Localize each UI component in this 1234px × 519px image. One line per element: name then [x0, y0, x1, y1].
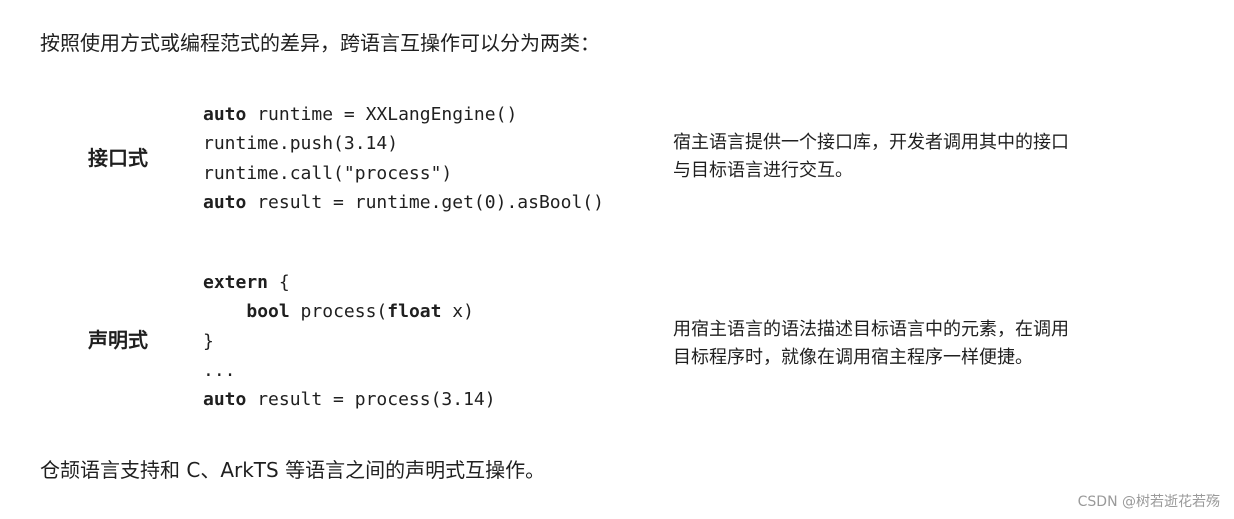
code-block: auto runtime = XXLangEngine() runtime.pus…	[203, 100, 604, 217]
code-text: runtime = XXLangEngine()	[246, 104, 518, 125]
code-line: runtime.push(3.14)	[203, 129, 604, 158]
code-line: extern {	[203, 268, 496, 297]
code-text: result = runtime.get(0).asBool()	[246, 191, 604, 213]
code-text: ...	[203, 359, 236, 381]
code-line: runtime.call("process")	[203, 159, 604, 188]
intro-paragraph: 按照使用方式或编程范式的差异，跨语言互操作可以分为两类：	[40, 31, 600, 55]
code-line: auto runtime = XXLangEngine()	[203, 100, 604, 129]
code-line: ...	[203, 356, 496, 385]
code-block: extern { bool process(float x)}... auto r…	[203, 268, 496, 414]
interop-row-interface: 接口式 auto runtime = XXLangEngine()runtime…	[0, 100, 1234, 220]
code-line: auto result = process(3.14)	[203, 385, 496, 414]
description-line: 与目标语言进行交互。	[673, 160, 853, 181]
summary-paragraph: 仓颉语言支持和 C、ArkTS 等语言之间的声明式互操作。	[40, 458, 546, 482]
code-text	[203, 301, 246, 322]
code-keyword: float	[387, 301, 442, 323]
code-keyword: extern	[203, 272, 269, 293]
interop-row-declarative: 声明式 extern { bool process(float x)}... au…	[0, 268, 1234, 418]
code-keyword: auto	[203, 191, 247, 213]
code-keyword: bool	[246, 301, 290, 323]
code-line: bool process(float x)	[203, 297, 496, 326]
code-text: result = process(3.14)	[246, 389, 496, 411]
interop-kind-label: 声明式	[88, 328, 148, 352]
code-keyword: auto	[203, 389, 247, 411]
description-line: 宿主语言提供一个接口库，开发者调用其中的接口	[673, 132, 1069, 153]
interop-kind-label: 接口式	[88, 146, 148, 170]
interop-description: 用宿主语言的语法描述目标语言中的元素，在调用 目标程序时，就像在调用宿主程序一样…	[673, 316, 1153, 372]
code-text: }	[203, 330, 214, 352]
code-keyword: auto	[203, 104, 247, 125]
watermark: CSDN @树若逝花若殇	[1077, 494, 1220, 510]
code-text: runtime.push(3.14)	[203, 133, 399, 155]
code-line: }	[203, 327, 496, 356]
code-text: x)	[441, 301, 474, 323]
code-text: runtime.call("process")	[203, 162, 453, 184]
description-line: 目标程序时，就像在调用宿主程序一样便捷。	[673, 347, 1033, 368]
code-text: {	[268, 272, 290, 293]
interop-description: 宿主语言提供一个接口库，开发者调用其中的接口 与目标语言进行交互。	[673, 129, 1153, 185]
code-line: auto result = runtime.get(0).asBool()	[203, 188, 604, 217]
code-text: process(	[289, 301, 388, 323]
description-line: 用宿主语言的语法描述目标语言中的元素，在调用	[673, 319, 1069, 340]
